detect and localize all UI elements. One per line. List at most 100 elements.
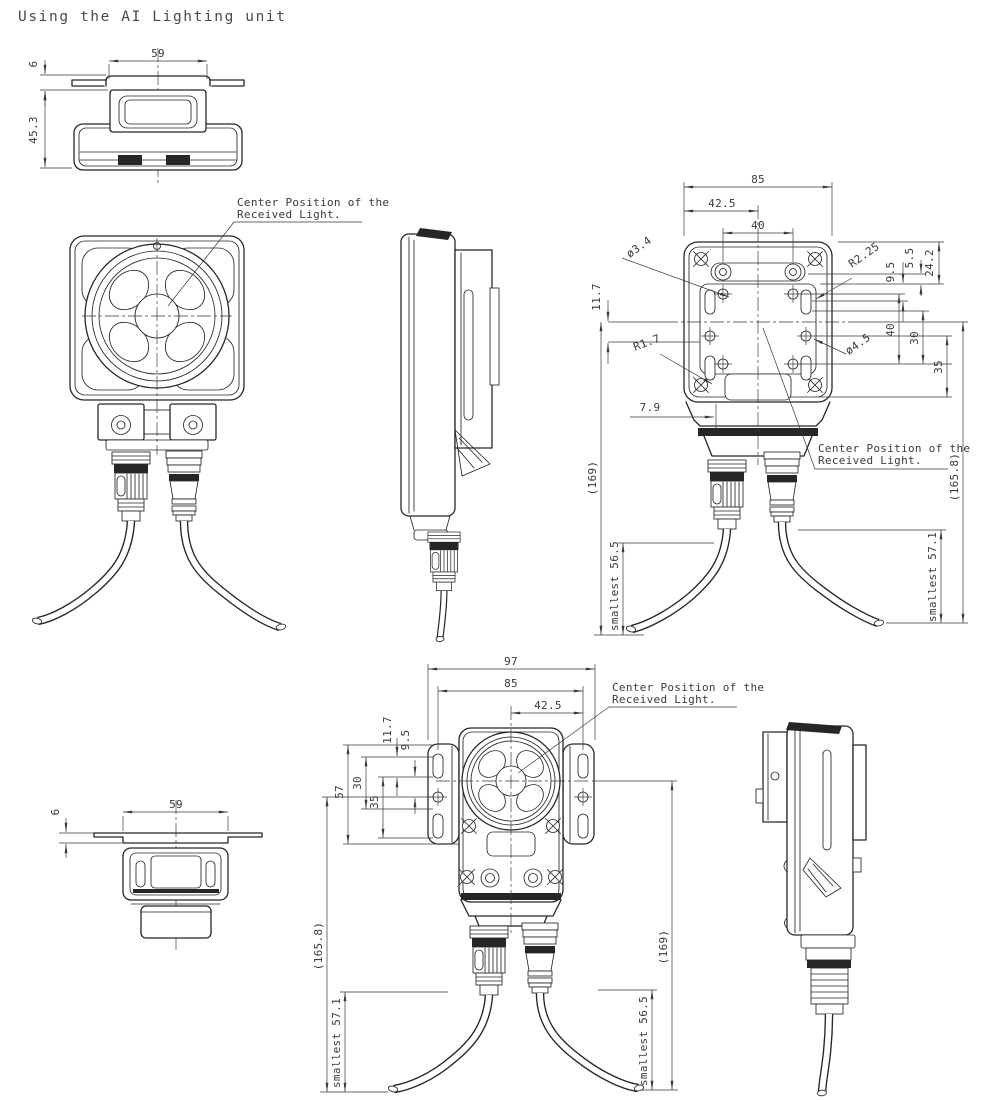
cable-right xyxy=(535,992,645,1093)
dim-length-right: (169) xyxy=(657,930,670,965)
dim-top-width: 59 xyxy=(151,47,165,60)
dim-offset-30: 30 xyxy=(351,776,364,790)
side-knob xyxy=(755,788,764,804)
side-view-device xyxy=(400,228,500,643)
view-rear: 85 42.5 40 ø3.4 R2.25 R1.7 7.9 ø4.5 9.5 … xyxy=(586,173,970,636)
mount-screw xyxy=(523,868,543,888)
dim-bottom-width: 59 xyxy=(169,798,183,811)
view-top: 59 6 45.3 xyxy=(27,47,245,184)
dim-step: 7.9 xyxy=(640,401,661,414)
cable-left xyxy=(387,994,494,1094)
housing-band xyxy=(133,889,219,893)
bracket-slot xyxy=(432,753,444,779)
dim-corner-radius: R2.25 xyxy=(846,240,882,271)
front-bracket-device xyxy=(387,727,645,1094)
dim-top-height: 45.3 xyxy=(27,116,40,144)
clamp-screw xyxy=(784,263,802,281)
callout-line1: Center Position of the xyxy=(612,681,764,694)
view-front-bracket: 97 85 42.5 57 30 35 11.7 9.5 (165.8) sma… xyxy=(312,655,764,1094)
callout-line1: Center Position of the xyxy=(818,442,970,455)
corner-screw xyxy=(547,869,563,885)
mount-pad xyxy=(166,155,190,165)
view-side-bracket xyxy=(755,722,867,1097)
clamp-screw xyxy=(714,263,732,281)
dim-length-right: (165.8) xyxy=(948,453,961,501)
rear-view-device xyxy=(625,241,885,634)
callout-line1: Center Position of the xyxy=(237,196,389,209)
dim-offset-11-7: 11.7 xyxy=(590,283,603,311)
dim-length-left: (165.8) xyxy=(312,922,325,970)
view-front: Center Position of the Received Light. xyxy=(31,196,389,632)
front-view-device xyxy=(31,235,287,632)
connector-knurled xyxy=(111,451,151,522)
dim-offset-35: 35 xyxy=(932,360,945,374)
mount-slot xyxy=(704,289,716,315)
bracket-slot xyxy=(432,813,444,839)
callout-line2: Received Light. xyxy=(237,208,341,221)
side-bracket-device xyxy=(755,722,867,1097)
mount-slot xyxy=(800,289,812,315)
rear-rail xyxy=(454,249,493,449)
bracket-wings xyxy=(427,743,595,845)
bracket-slot xyxy=(577,813,589,839)
connector-knurled xyxy=(469,925,509,996)
callout-center-position: Center Position of the Received Light. xyxy=(762,327,970,470)
dim-bottom-flange: 6 xyxy=(49,809,62,816)
dim-top-flange: 6 xyxy=(27,61,40,68)
lighting-lobes xyxy=(478,750,544,812)
corner-screw xyxy=(459,869,475,885)
dim-offset-11-7: 11.7 xyxy=(381,716,394,744)
connector-band xyxy=(807,960,851,968)
dim-center-to-slot: 42.5 xyxy=(534,699,562,712)
corner-screw xyxy=(693,251,709,267)
connector-base xyxy=(140,905,212,939)
mount-screw xyxy=(183,415,203,435)
bracket-plate xyxy=(489,287,500,386)
bracket-slot xyxy=(577,753,589,779)
dim-slot-diameter: ø4.5 xyxy=(843,331,873,358)
dim-height-24-2: 24.2 xyxy=(923,249,936,277)
cable-right xyxy=(179,520,287,632)
dim-cable-left: smallest 57.1 xyxy=(330,998,343,1088)
dim-offset-35: 35 xyxy=(368,795,381,809)
view-bottom: 59 6 xyxy=(49,798,263,950)
bracket-hole xyxy=(770,771,780,781)
mount-slot xyxy=(704,355,716,381)
cable-left xyxy=(31,520,136,626)
bracket-plate xyxy=(762,731,788,823)
dim-cable-left: smallest 56.5 xyxy=(608,541,621,631)
dim-rear-width: 85 xyxy=(751,173,765,186)
dim-offset-9-5: 9.5 xyxy=(399,730,412,751)
body-screw xyxy=(545,818,561,834)
mount-pad xyxy=(118,155,142,165)
top-view-dimensions: 59 6 45.3 xyxy=(27,47,208,169)
connector-smooth xyxy=(763,451,801,523)
dim-cable-right: smallest 57.1 xyxy=(926,532,939,622)
connector-smooth xyxy=(521,922,559,994)
cable-left xyxy=(625,528,732,634)
callout-line2: Received Light. xyxy=(818,454,922,467)
cable xyxy=(435,590,448,643)
dim-offset-9-5: 9.5 xyxy=(884,262,897,283)
connector-smooth xyxy=(165,450,203,522)
cable-right xyxy=(777,521,885,628)
body-screw xyxy=(461,818,477,834)
connector-knurled xyxy=(707,459,747,530)
page-title: Using the AI Lighting unit xyxy=(18,9,287,25)
front-bracket-dimensions: 97 85 42.5 57 30 35 11.7 9.5 (165.8) sma… xyxy=(312,655,678,1093)
dim-overall-width: 97 xyxy=(504,655,518,668)
bottom-view-device xyxy=(93,832,263,939)
connector-tip xyxy=(815,1003,844,1015)
dim-slot-radius: R1.7 xyxy=(632,332,662,354)
view-side xyxy=(400,228,500,643)
dim-offset-30: 30 xyxy=(908,331,921,345)
dim-length-left: (169) xyxy=(586,461,599,496)
corner-screw xyxy=(693,377,709,393)
dim-bracket-height: 57 xyxy=(333,785,346,799)
dim-pitch-v: 40 xyxy=(884,323,897,337)
top-view-device xyxy=(71,75,245,171)
dim-rear-center: 42.5 xyxy=(708,197,736,210)
device-body xyxy=(122,847,229,901)
